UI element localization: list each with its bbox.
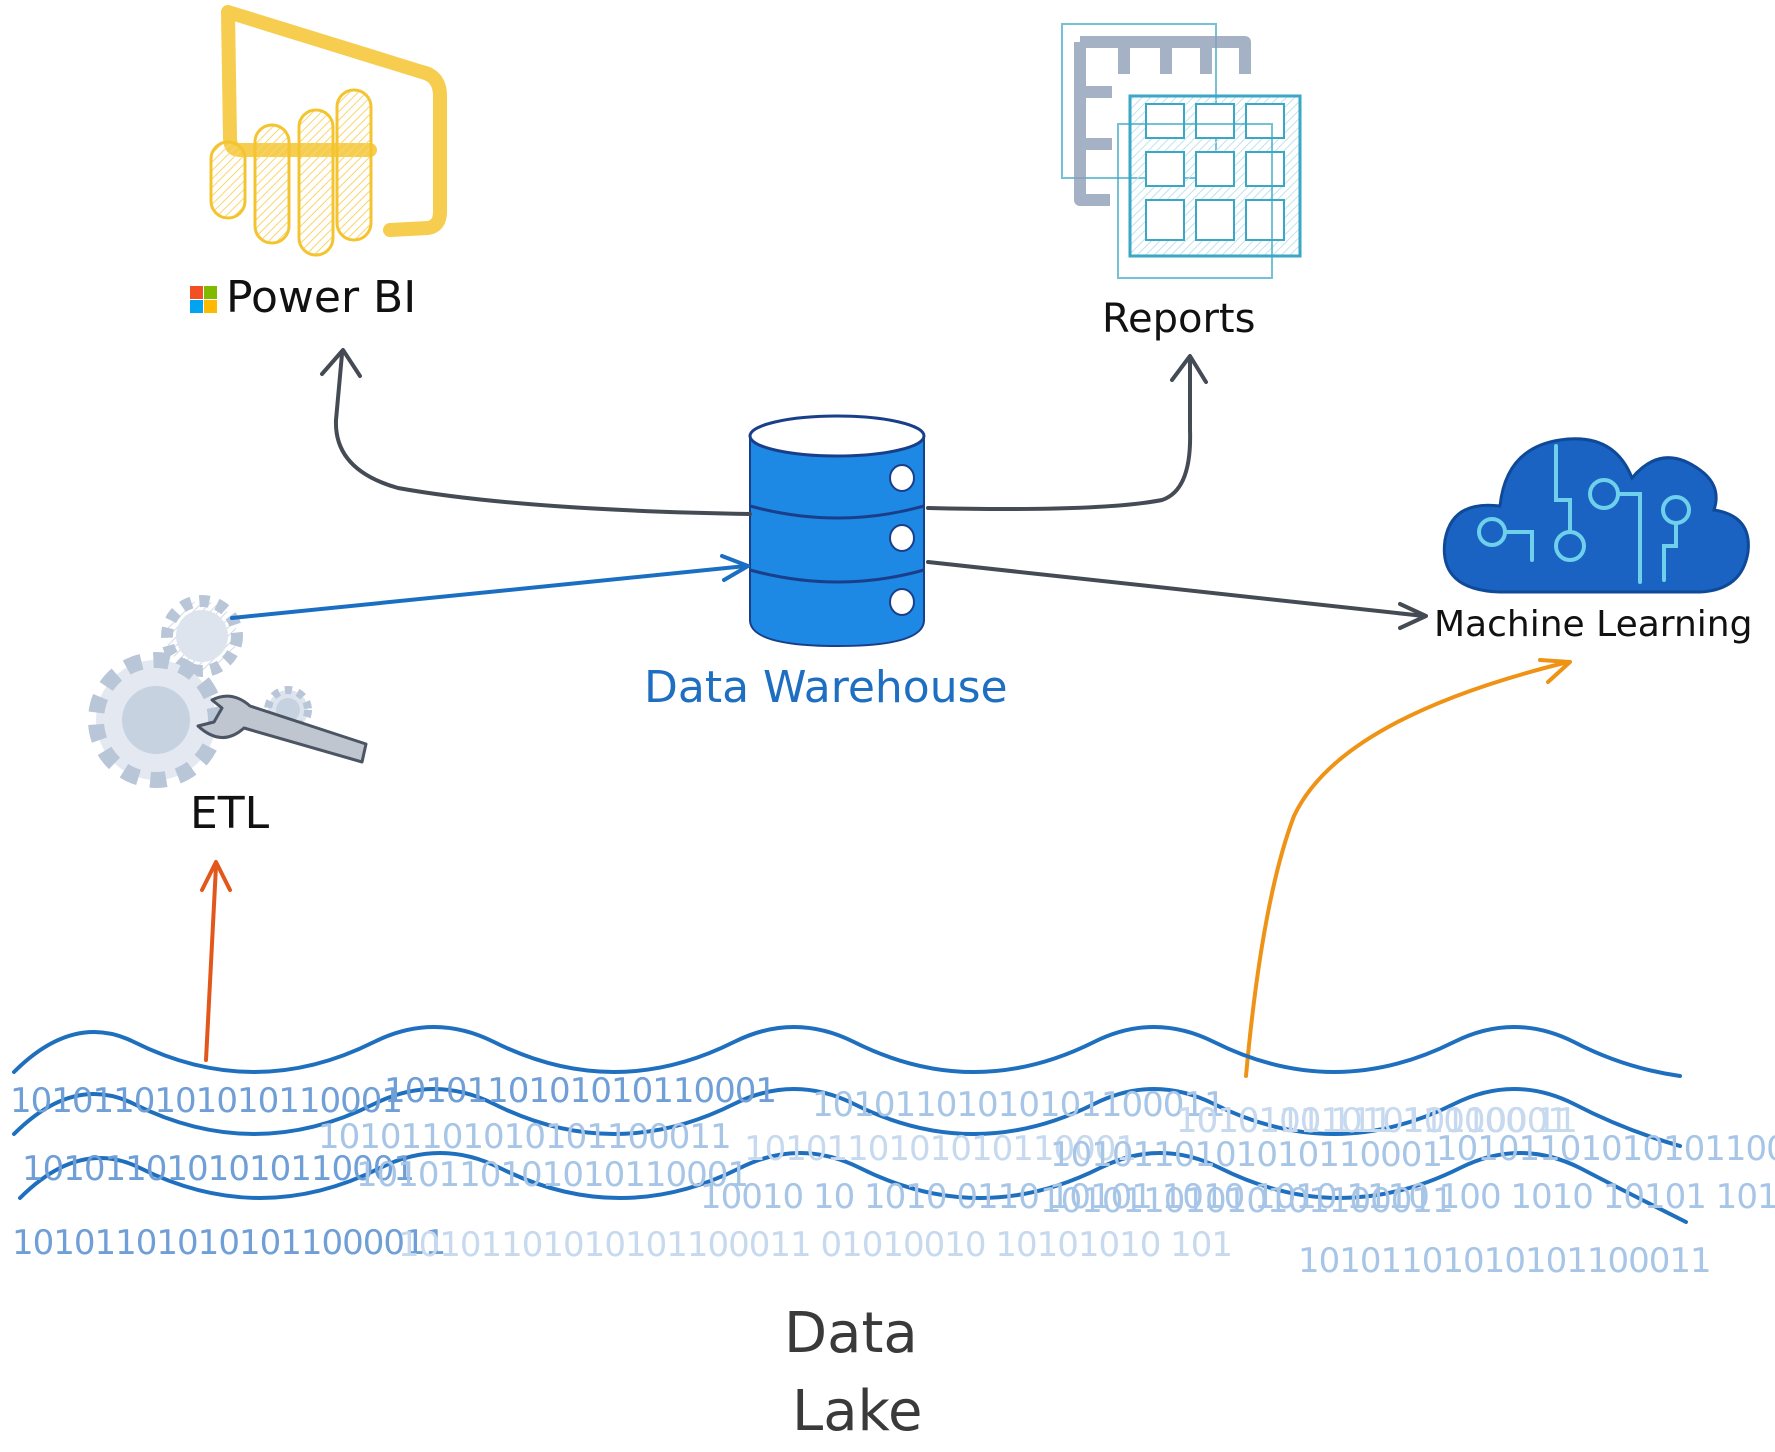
data-warehouse-label: Data Warehouse xyxy=(644,662,1008,713)
data-lake-label-line1: Data xyxy=(784,1301,918,1366)
edge-warehouse-to-reports xyxy=(926,354,1208,511)
binary-text: 10101101010101100011 xyxy=(1298,1241,1711,1281)
binary-text: 101011010101011000011 xyxy=(12,1223,445,1263)
binary-text: 10101101010101100011 xyxy=(1436,1129,1775,1169)
machine-learning-label: Machine Learning xyxy=(1434,604,1752,645)
etl-gears-icon xyxy=(88,595,312,788)
binary-text: 10010 10 1010 0110 10101 1010 1010 1110 … xyxy=(700,1177,1775,1217)
binary-text: 1010110101010110001 xyxy=(744,1129,1136,1169)
binary-text: 1010110101010110001 xyxy=(10,1081,402,1121)
edge-warehouse-to-powerbi xyxy=(320,348,752,516)
binary-text: 1010110101010110001 xyxy=(1176,1101,1568,1141)
binary-text: 1010101 111 110000 11 xyxy=(1176,1101,1577,1141)
edge-warehouse-to-ml xyxy=(926,560,1428,630)
reports-icon xyxy=(1061,23,1302,279)
binary-text: 1010110101010110001 xyxy=(1050,1135,1442,1175)
wrench-icon xyxy=(196,694,368,764)
binary-text: 1010110101010110001 xyxy=(356,1155,748,1195)
binary-text: 10101101010101100011 xyxy=(1040,1181,1453,1221)
power-bi-icon xyxy=(209,5,447,257)
binary-text: 10101101010101100011 xyxy=(812,1085,1225,1125)
reports-label: Reports xyxy=(1102,296,1255,342)
power-bi-logo-icon xyxy=(190,286,217,313)
power-bi-label: Power BI xyxy=(226,272,416,323)
edge-etl-to-warehouse xyxy=(230,554,750,620)
data-lake-waves xyxy=(12,1025,1688,1224)
binary-streams: 1010110101010110001 1010110101010110001 … xyxy=(10,1071,1775,1281)
edge-datalake-to-etl xyxy=(200,860,232,1062)
machine-learning-cloud-icon xyxy=(1442,437,1750,594)
binary-text: 10101101010101100011 xyxy=(318,1117,731,1157)
edge-datalake-to-ml xyxy=(1244,658,1572,1078)
binary-text: 1010110101010110001 xyxy=(384,1071,776,1111)
binary-text: 1010110101010110001 xyxy=(22,1149,414,1189)
etl-label: ETL xyxy=(190,788,270,839)
database-icon xyxy=(748,414,926,648)
binary-text: 10101101010101100011 01010010 10101010 1… xyxy=(398,1225,1232,1265)
data-lake-label-line2: Lake xyxy=(792,1379,922,1444)
